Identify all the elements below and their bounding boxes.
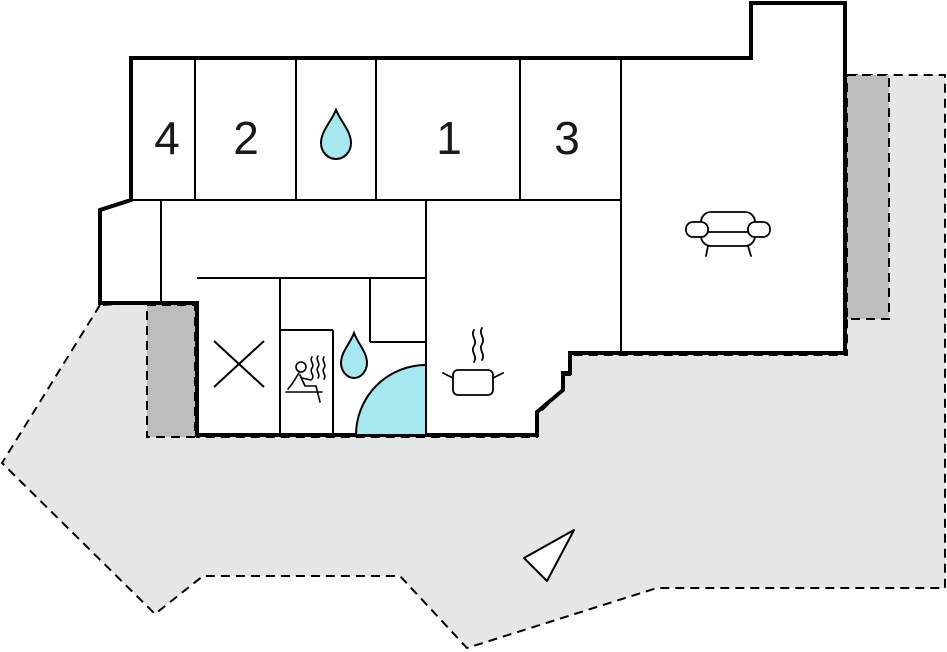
balcony-left	[146, 304, 196, 438]
exterior-walls	[98, 1, 847, 437]
balcony-right	[846, 74, 890, 320]
room-label-3: 3	[554, 112, 580, 164]
room-label-2: 2	[233, 112, 259, 164]
sofa-icon	[685, 211, 771, 257]
shower-icon	[354, 363, 427, 436]
house-interior	[100, 3, 845, 435]
cooking-pot-icon	[442, 327, 504, 396]
water-drop-icon	[319, 107, 353, 161]
north-arrow-icon	[523, 529, 575, 582]
room-label-1: 1	[436, 112, 462, 164]
interior-walls	[131, 58, 622, 435]
water-drop-icon	[339, 330, 369, 380]
cross-icon	[213, 340, 265, 388]
room-label-4: 4	[154, 112, 180, 164]
sauna-icon	[285, 355, 326, 403]
